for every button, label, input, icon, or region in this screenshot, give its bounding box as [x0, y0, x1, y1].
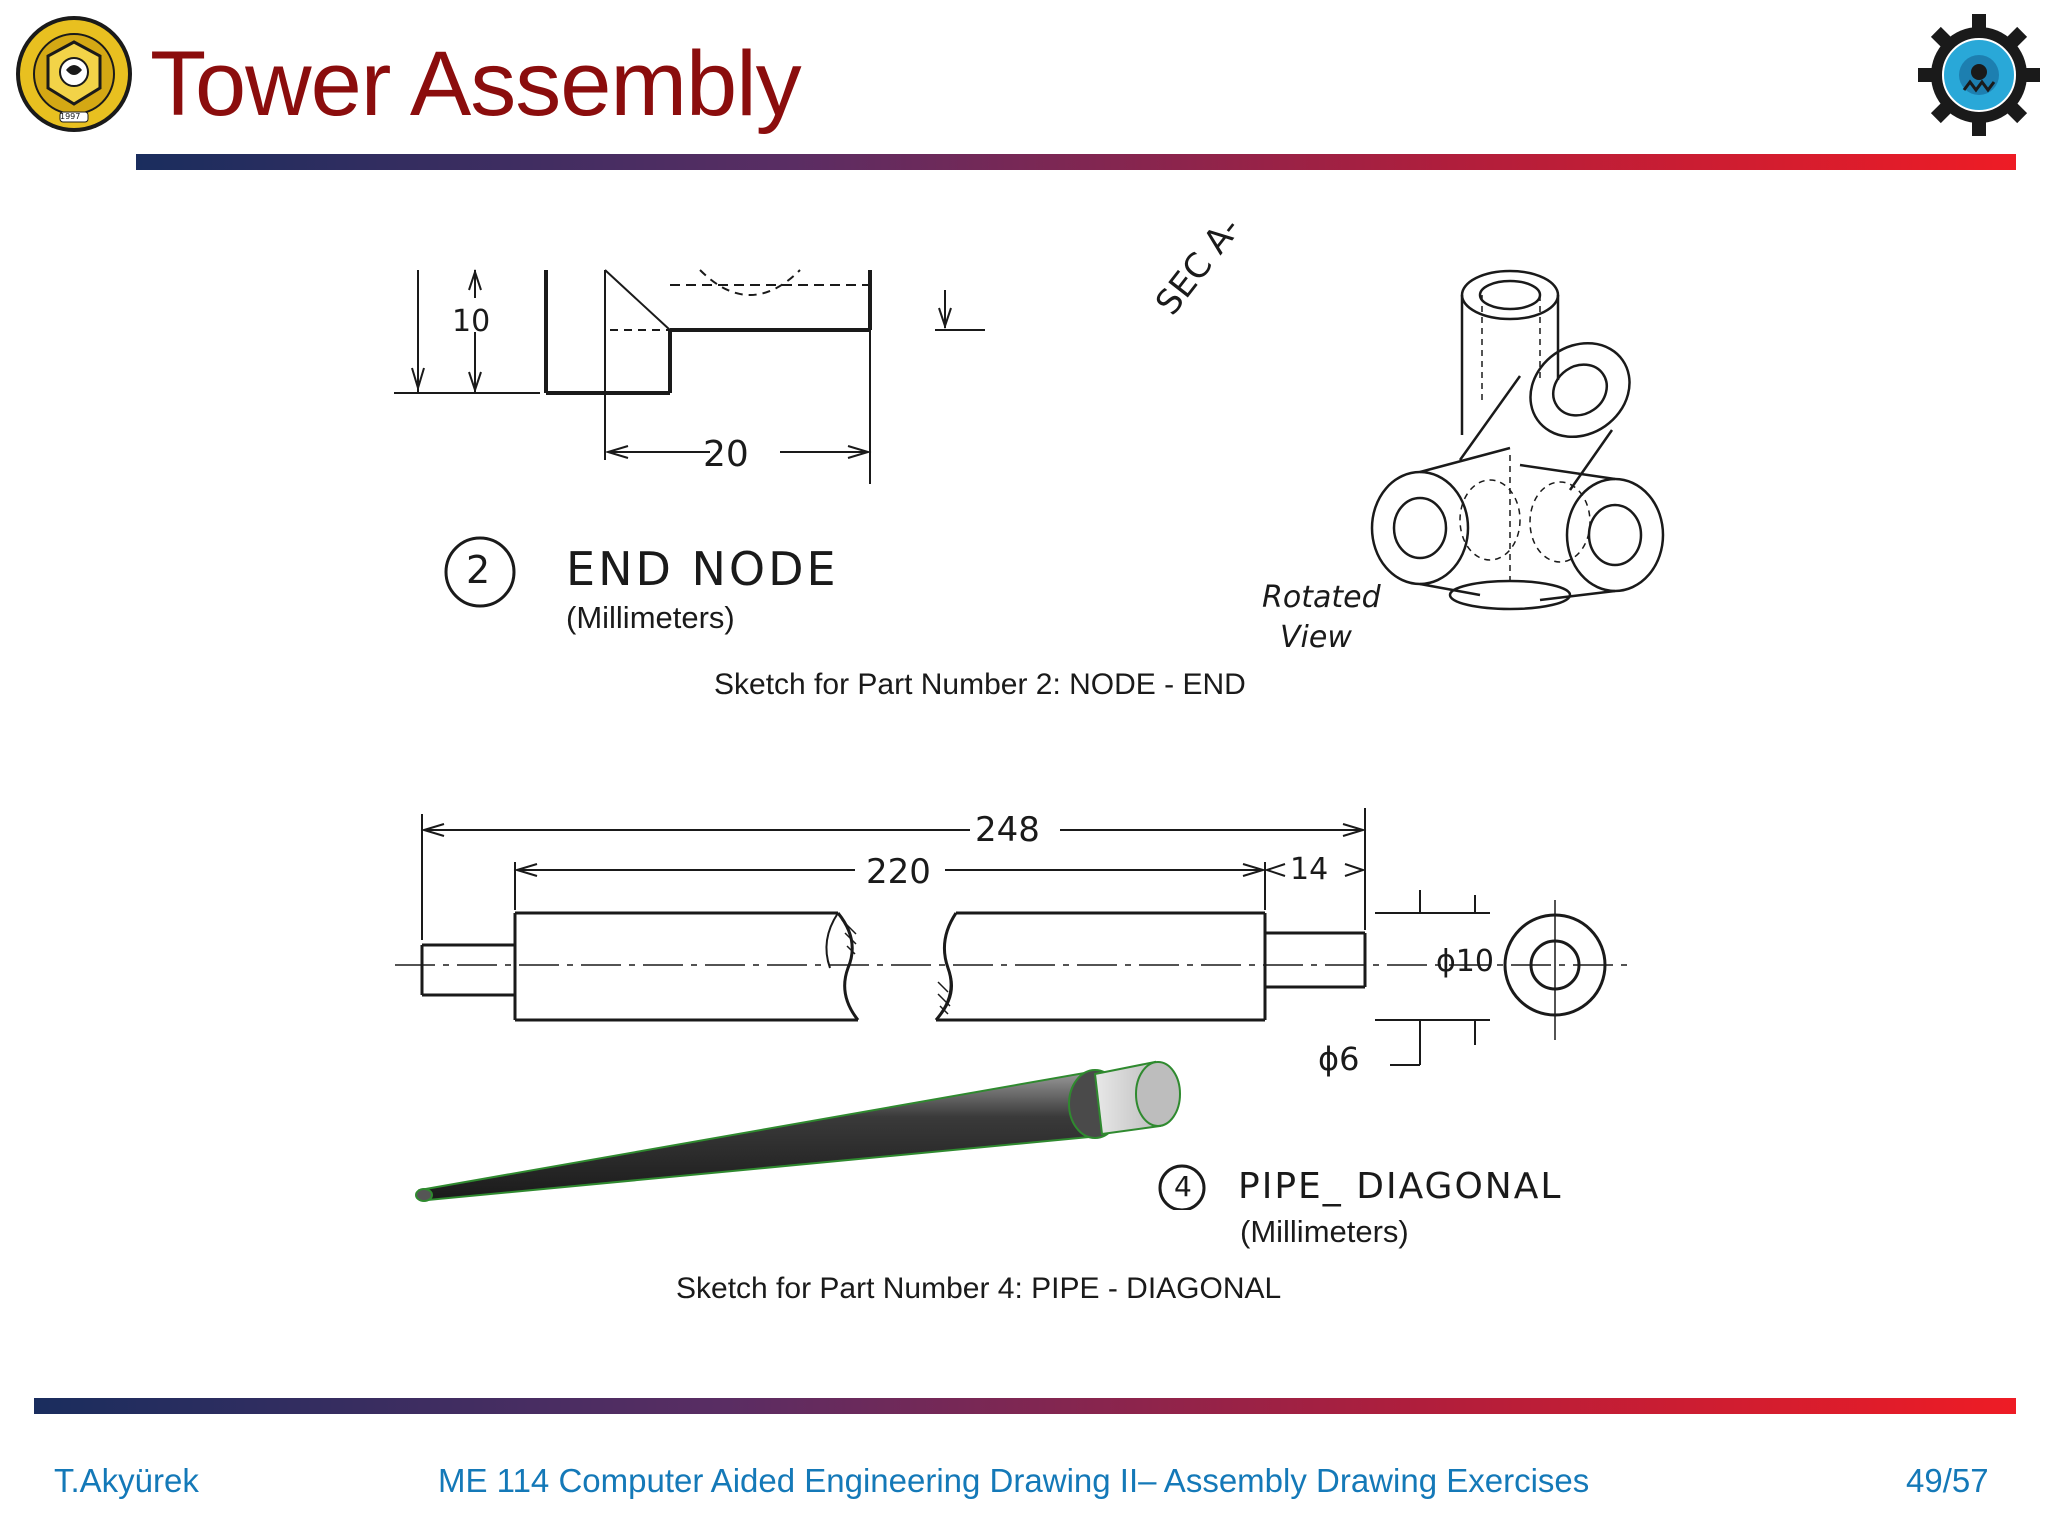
- footer-divider: [34, 1398, 2016, 1414]
- outer-diameter-dimension: ϕ10: [1436, 944, 1494, 979]
- part-4-caption: Sketch for Part Number 4: PIPE - DIAGONA…: [676, 1272, 1282, 1305]
- end-node-sketch: [394, 268, 1665, 611]
- pipe-diagonal-sketch: [395, 808, 1630, 1210]
- end-length-dimension: 14: [1290, 852, 1329, 887]
- page-title: Tower Assembly: [150, 33, 802, 135]
- height-dimension: 10: [452, 304, 491, 339]
- part-4-name: PIPE_ DIAGONAL: [1238, 1166, 1563, 1207]
- part-4-units: (Millimeters): [1240, 1214, 1409, 1249]
- inner-diameter-dimension: ϕ6: [1318, 1040, 1360, 1078]
- department-gear-logo: [1918, 14, 2040, 136]
- rotated-view-label-2: View: [1280, 620, 1352, 655]
- width-dimension: 20: [703, 434, 749, 475]
- footer-author: T.Akyürek: [54, 1462, 199, 1499]
- body-length-dimension: 220: [866, 852, 931, 892]
- part-4-number: 4: [1174, 1170, 1192, 1203]
- header-divider: [136, 154, 2016, 170]
- university-seal-logo: [14, 14, 134, 134]
- overall-length-dimension: 248: [975, 810, 1040, 850]
- part-2-name: END NODE: [566, 542, 839, 596]
- part-2-number: 2: [466, 548, 491, 592]
- footer-course-title: ME 114 Computer Aided Engineering Drawin…: [438, 1462, 1590, 1499]
- rotated-view-label-1: Rotated: [1262, 580, 1381, 615]
- part-2-units: (Millimeters): [566, 600, 735, 635]
- part-2-caption: Sketch for Part Number 2: NODE - END: [714, 668, 1246, 701]
- footer-page-number: 49/57: [1906, 1462, 1989, 1499]
- seal-year: 1997: [60, 112, 81, 121]
